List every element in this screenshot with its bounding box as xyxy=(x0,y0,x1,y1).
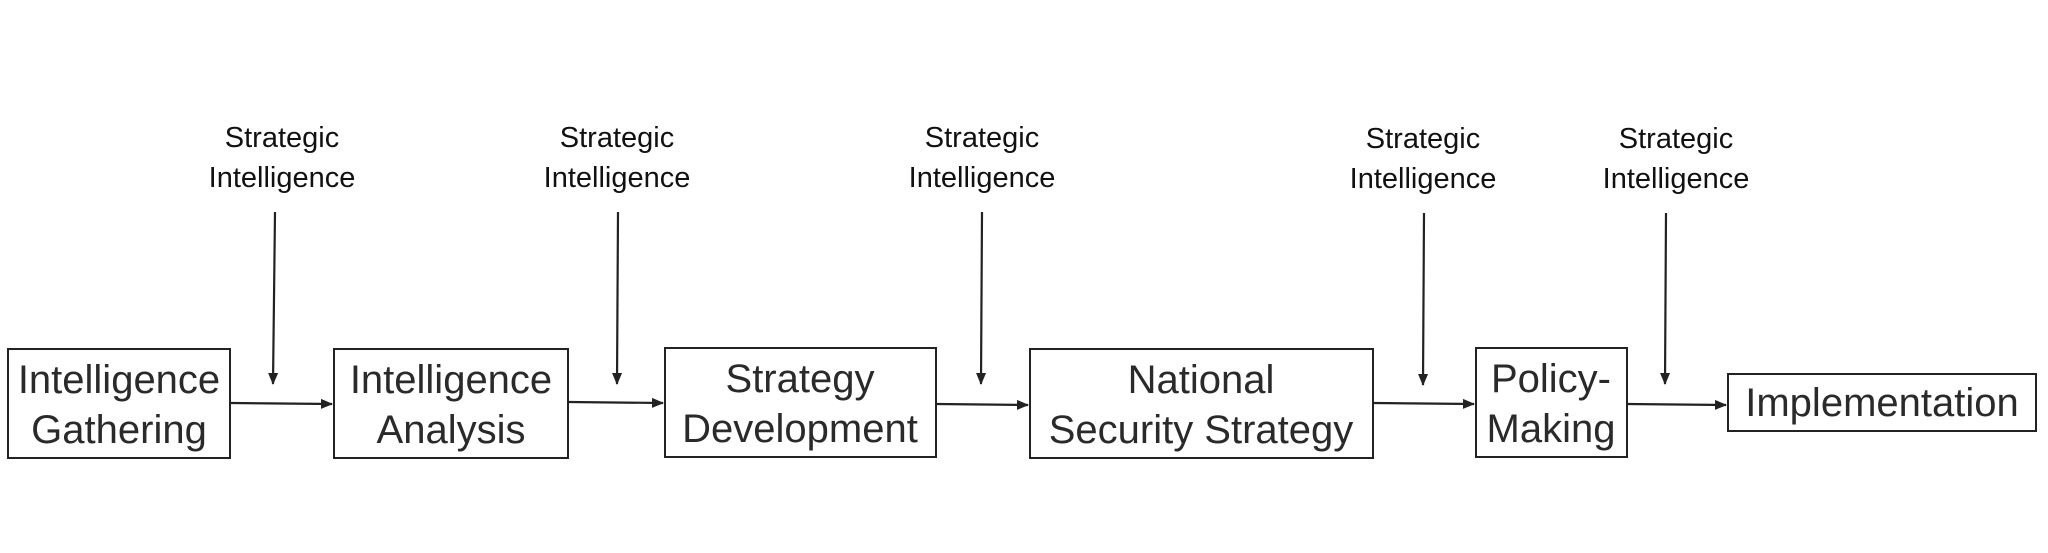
input-label-line: Strategic xyxy=(225,122,339,154)
stage-label-line: Analysis xyxy=(377,408,526,452)
stage-implementation: Implementation xyxy=(1727,373,2037,432)
flow-arrow xyxy=(1627,399,1727,410)
input-label-line: Intelligence xyxy=(544,162,691,194)
input-arrow xyxy=(976,211,987,385)
stage-label-line: National xyxy=(1128,358,1275,402)
strategic-intelligence-input: Strategic Intelligence xyxy=(1350,123,1497,386)
stage-label-line: Gathering xyxy=(31,408,207,452)
stage-label-line: Implementation xyxy=(1745,381,2018,425)
input-label-line: Intelligence xyxy=(909,162,1056,194)
strategic-intelligence-input: Strategic Intelligence xyxy=(909,122,1056,385)
stage-label-line: Intelligence xyxy=(350,358,552,402)
input-label-line: Strategic xyxy=(925,122,1039,154)
stage-label-line: Policy- xyxy=(1491,357,1611,401)
stage-strategy-development: Strategy Development xyxy=(664,347,937,458)
input-label-line: Intelligence xyxy=(1603,163,1750,195)
flow-arrow xyxy=(568,397,664,408)
input-arrow xyxy=(1660,212,1671,385)
input-label-line: Strategic xyxy=(560,122,674,154)
flow-arrow xyxy=(1373,398,1475,409)
stage-intelligence-gathering: Intelligence Gathering xyxy=(7,348,231,459)
stage-label-line: Development xyxy=(682,407,918,451)
input-arrow xyxy=(1418,212,1429,386)
strategic-intelligence-input: Strategic Intelligence xyxy=(209,122,356,385)
input-label-line: Intelligence xyxy=(1350,163,1497,195)
stage-label-line: Making xyxy=(1487,407,1616,451)
stage-label-line: Intelligence xyxy=(18,358,220,402)
stage-policy-making: Policy- Making xyxy=(1475,347,1628,458)
input-arrow xyxy=(612,211,623,385)
input-label-line: Intelligence xyxy=(209,162,356,194)
input-label-line: Strategic xyxy=(1619,123,1733,155)
stage-intelligence-analysis: Intelligence Analysis xyxy=(333,348,569,459)
stage-label-line: Strategy xyxy=(726,357,875,401)
flow-arrow xyxy=(230,398,333,409)
strategic-intelligence-input: Strategic Intelligence xyxy=(1603,123,1750,385)
input-arrow xyxy=(268,211,279,385)
stage-label-line: Security Strategy xyxy=(1049,408,1354,452)
input-label-line: Strategic xyxy=(1366,123,1480,155)
flow-arrow xyxy=(936,399,1029,410)
strategic-intelligence-input: Strategic Intelligence xyxy=(544,122,691,385)
stage-national-security-strategy: National Security Strategy xyxy=(1029,348,1374,459)
